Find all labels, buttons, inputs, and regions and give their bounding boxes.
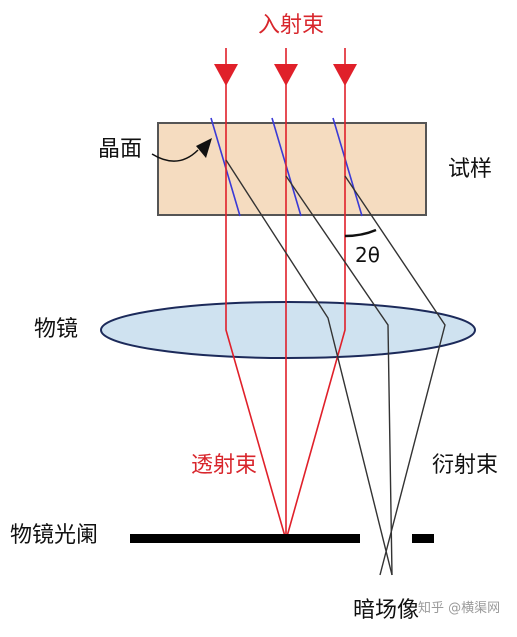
- diffracted-beam-line: [225, 159, 393, 576]
- transmitted-beams: [225, 123, 346, 541]
- incident-arrow-head: [333, 64, 357, 86]
- crystal-plane-line: [332, 117, 363, 217]
- specimen-label: 试样: [448, 157, 492, 182]
- objective-lens-label: 物镜: [34, 317, 78, 342]
- incident-beam-label: 入射束: [258, 13, 324, 38]
- incident-arrow-head: [214, 64, 238, 86]
- objective-lens: [100, 301, 476, 359]
- crystal-plane-pointer: [151, 149, 199, 162]
- diffracted-beam-line: [344, 175, 446, 576]
- crystal-plane-pointer-head: [196, 138, 212, 158]
- watermark: 知乎 @横渠网: [418, 600, 500, 616]
- aperture-left-plate: [130, 534, 360, 543]
- objective-aperture-label: 物镜光阑: [10, 523, 98, 548]
- transmitted-beam-line: [285, 123, 346, 541]
- diffracted-beam-label: 衍射束: [432, 453, 498, 478]
- dark-field-image-label: 暗场像: [353, 598, 419, 623]
- crystal-plane-label: 晶面: [98, 137, 142, 162]
- transmitted-beam-line: [225, 123, 287, 541]
- diffracted-beam-line: [285, 175, 393, 576]
- two-theta-arc: [344, 228, 377, 238]
- incident-arrow-head: [274, 64, 298, 86]
- transmitted-beam-label: 透射束: [191, 453, 257, 478]
- diffracted-beams: [225, 159, 446, 576]
- specimen-block: [157, 122, 427, 216]
- aperture-right-plate: [412, 534, 434, 543]
- incident-beams: [214, 48, 357, 123]
- two-theta-label: 2θ: [355, 243, 380, 267]
